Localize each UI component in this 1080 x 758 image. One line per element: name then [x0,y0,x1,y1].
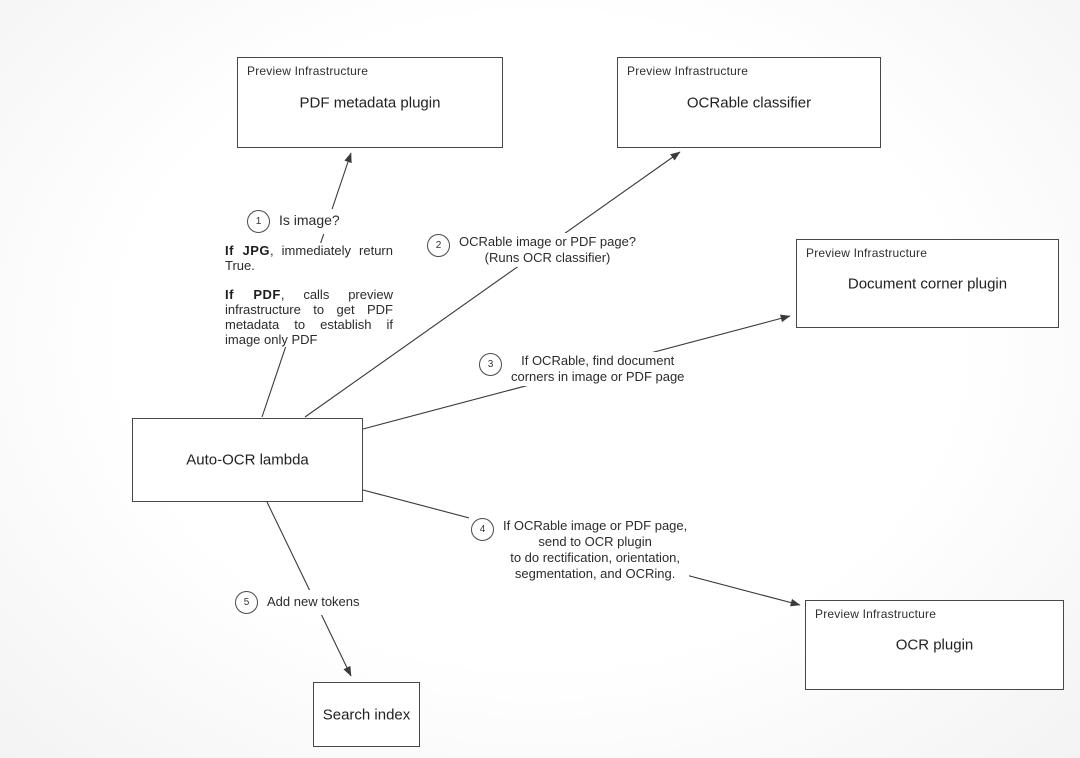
annotation-line: corners in image or PDF page [511,369,685,384]
node-tag: Preview Infrastructure [247,64,369,78]
annotation-step-1: 1 Is image? [245,209,342,234]
annotation-line: If OCRable, find document [521,353,675,368]
node-pdf-metadata-plugin: Preview Infrastructure PDF metadata plug… [237,57,503,148]
annotation-text: OCRable image or PDF page? (Runs OCR cla… [459,234,636,266]
node-tag: Preview Infrastructure [627,64,749,78]
annotation-step-4: 4 If OCRable image or PDF page, send to … [469,517,690,583]
annotation-step-3: 3 If OCRable, find document corners in i… [477,352,687,386]
node-tag: Preview Infrastructure [815,607,937,621]
node-label: Auto-OCR lambda [186,451,309,469]
note-text-pdf: , calls preview infrastructure to get PD… [225,287,393,347]
annotation-text: Add new tokens [267,594,360,609]
annotation-step-2: 2 OCRable image or PDF page? (Runs OCR c… [425,233,639,267]
annotation-line: (Runs OCR classifier) [484,250,611,265]
annotation-line: OCRable image or PDF page? [459,234,637,249]
annotation-text: If OCRable image or PDF page, send to OC… [503,518,687,582]
step-1-number-badge: 1 [247,210,270,233]
node-document-corner-plugin: Preview Infrastructure Document corner p… [796,239,1059,328]
node-search-index: Search index [313,682,420,747]
step-2-number-badge: 2 [427,234,450,257]
node-ocr-plugin: Preview Infrastructure OCR plugin [805,600,1064,690]
arrow-lambda-to-search-index [266,501,352,677]
annotation-text: Is image? [279,212,340,228]
note-paragraph-pdf: If PDF, calls preview infrastructure to … [225,287,393,347]
step-1-note: If JPG, immediately return True. If PDF,… [225,243,393,347]
node-label: OCRable classifier [686,94,812,111]
note-text-jpg: , immediately return True. [225,243,393,273]
annotation-line: If OCRable image or PDF page, [503,518,688,533]
annotation-line: segmentation, and OCRing. [514,566,676,581]
node-label: PDF metadata plugin [299,94,441,111]
step-3-number-badge: 3 [479,353,502,376]
annotation-step-5: 5 Add new tokens [233,590,362,615]
note-paragraph-jpg: If JPG, immediately return True. [225,243,393,273]
node-label: OCR plugin [895,636,974,654]
annotation-line: send to OCR plugin [538,534,652,549]
step-5-number-badge: 5 [235,591,258,614]
node-label: Document corner plugin [847,275,1008,292]
note-bold-pdf: If PDF [225,287,281,302]
annotation-line: to do rectification, orientation, [510,550,681,565]
step-4-number-badge: 4 [471,518,494,541]
node-ocrable-classifier: Preview Infrastructure OCRable classifie… [617,57,881,148]
node-label: Search index [322,706,411,723]
node-tag: Preview Infrastructure [806,246,928,260]
note-bold-jpg: If JPG [225,243,270,258]
annotation-text: If OCRable, find document corners in ima… [511,353,684,385]
arrow-lambda-to-ocrable-classifier [304,151,681,418]
node-auto-ocr-lambda: Auto-OCR lambda [132,418,363,502]
